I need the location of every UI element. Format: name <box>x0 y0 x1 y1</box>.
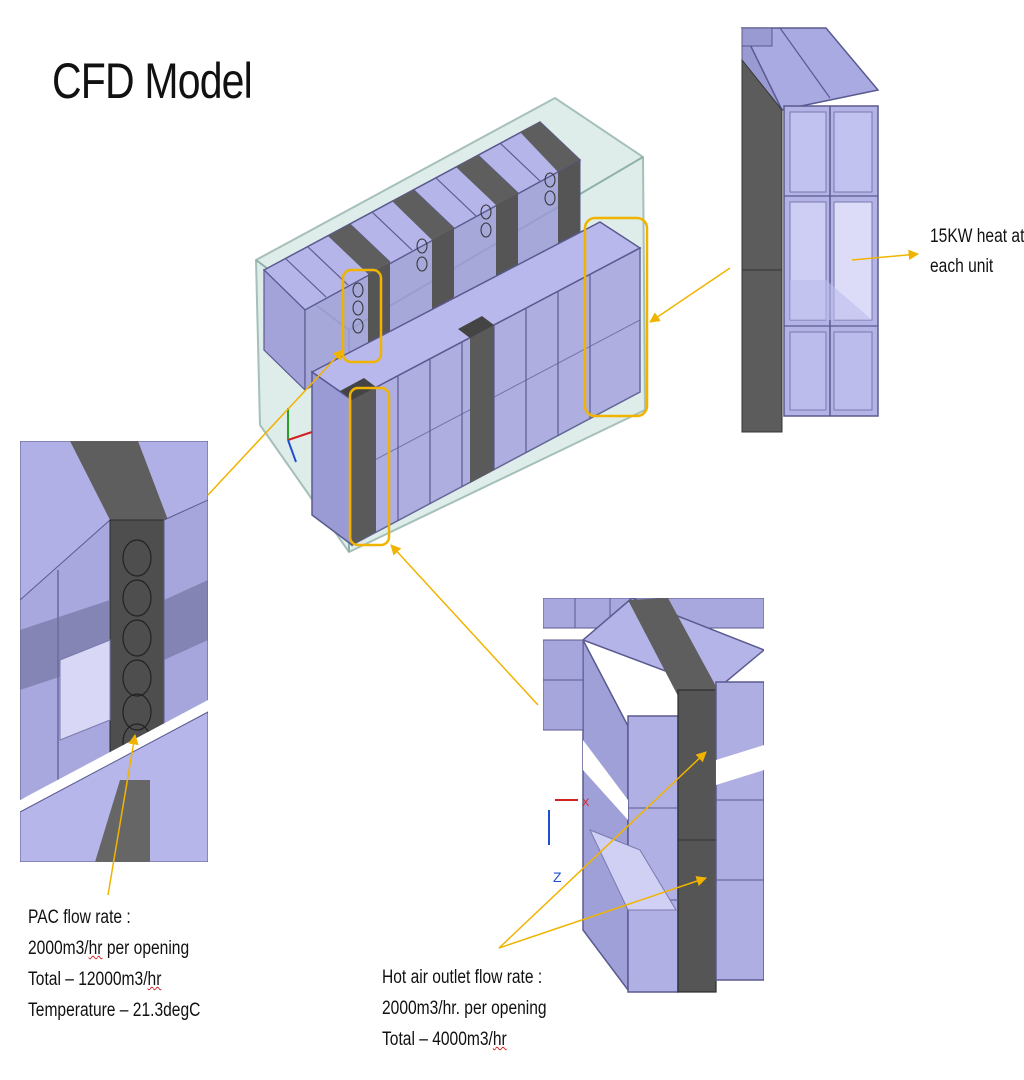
hot-air-note: Hot air outlet flow rate : 2000m3/hr. pe… <box>382 962 547 1055</box>
zoom-panel-pac <box>20 441 208 862</box>
arrow-heat-note <box>851 249 920 261</box>
arrow-zoom-to-rack <box>649 267 731 323</box>
callout-arrows <box>107 249 920 949</box>
hot-note-line-1: Hot air outlet flow rate : <box>382 967 543 988</box>
zoom-panel-hot-outlet: X Z <box>543 598 764 996</box>
callout-box-rack <box>583 216 649 418</box>
heat-note-line-2: each unit <box>930 256 994 277</box>
arrow-zoom-to-outlet <box>390 544 539 706</box>
callout-box-hot-outlet <box>348 386 391 547</box>
front-rack-row <box>310 221 642 547</box>
arrow-hot-note-2 <box>498 876 707 949</box>
pac-note-line-1: PAC flow rate : <box>28 907 131 928</box>
axis-label-x: X <box>582 797 590 809</box>
pac-note-line-4: Temperature – 21.3degC <box>28 1000 201 1021</box>
hot-note-line-3: Total – 4000m3/hr <box>382 1029 507 1050</box>
back-rack-row <box>262 121 582 392</box>
pac-note: PAC flow rate : 2000m3/hr per opening To… <box>28 902 200 1026</box>
hot-note-line-2: 2000m3/hr. per opening <box>382 998 547 1019</box>
axis-triad <box>287 408 313 463</box>
arrow-zoom-to-pac <box>207 349 344 496</box>
zoom-panel-rack <box>740 27 880 433</box>
arrow-hot-note-1 <box>498 751 707 949</box>
page-title: CFD Model <box>52 53 253 109</box>
pac-note-line-2: 2000m3/hr per opening <box>28 938 190 959</box>
main-model <box>254 96 649 554</box>
callout-box-pac <box>341 268 383 364</box>
heat-note: 15KW heat at each unit <box>930 222 1024 282</box>
axis-label-z: Z <box>553 869 562 885</box>
arrow-pac-note <box>107 733 139 896</box>
heat-note-line-1: 15KW heat at <box>930 226 1024 247</box>
pac-note-line-3: Total – 12000m3/hr <box>28 969 162 990</box>
